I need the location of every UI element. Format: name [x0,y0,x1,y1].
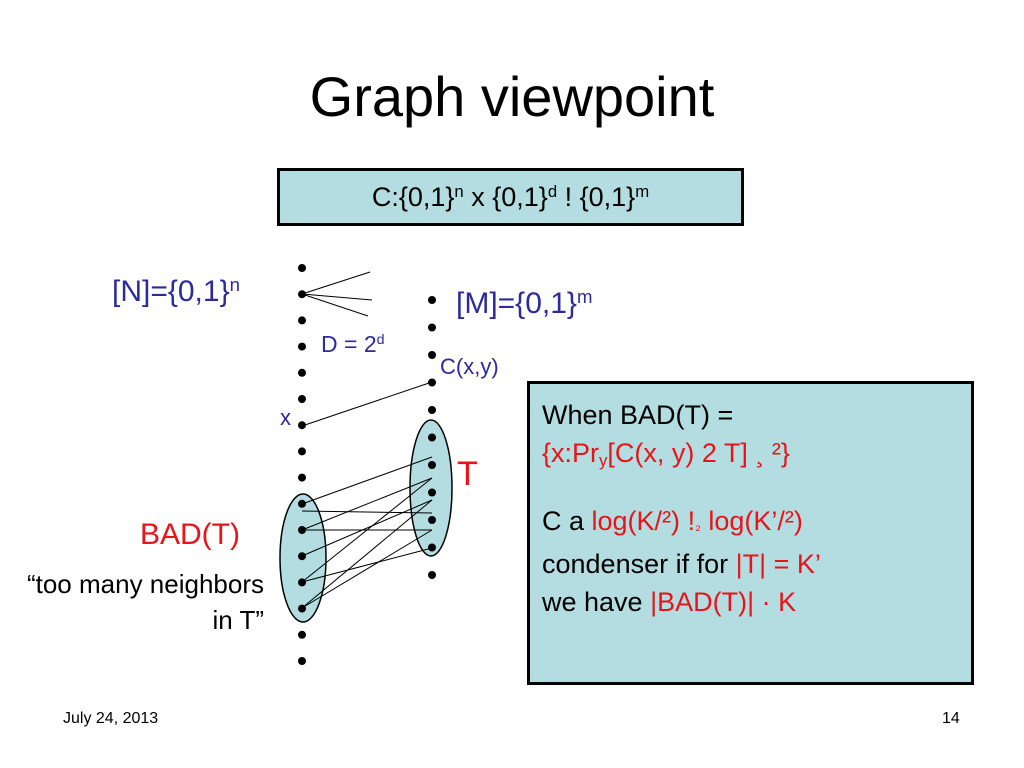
bad-t-edge [301,456,433,505]
info-line-4b: |T| = K’ [735,549,821,579]
bad-set-description: “too many neighbors in T” [26,569,264,635]
degree-label: D = 2d [321,329,385,359]
bad-t-edge [301,477,433,583]
left-set-sup: n [229,273,240,295]
vertex-dot [428,351,436,359]
left-set-base: [N]={0,1} [112,275,230,308]
vertex-dot [298,368,306,377]
info-line-4: condenser if for |T| = K’ [542,545,959,583]
left-vertex-column [298,264,306,665]
info-line-3e: log(K’/²) [700,506,803,536]
info-line-3d: ₂ [695,518,701,534]
degree-sup: d [376,332,385,349]
vertex-dot [298,630,306,639]
vertex-dot [428,296,436,304]
vertex-dot [298,499,306,508]
formula-sup-m: m [635,181,650,201]
info-line-2: {x:Pry[C(x, y) 2 T] ¸ ²} [542,434,959,472]
formula-sup-n: n [454,181,464,201]
vertex-dot [298,604,306,613]
right-set-base: [M]={0,1} [456,287,577,320]
info-line-3b: log(K/²) [591,506,688,536]
formula-sup-d: d [547,181,558,201]
formula-part-2: x {0,1} [463,182,548,212]
vertex-dot [428,461,436,469]
vertex-dot [298,290,306,299]
info-line-5b: |BAD(T)| · K [650,587,797,617]
fan-edge [301,293,373,301]
edge-x-cxy [301,381,433,427]
vertex-dot [298,395,306,403]
info-line-3c: ! [687,506,696,536]
vertex-dot [298,473,306,482]
info-line-4a: condenser if for [542,549,736,579]
x-vertex-label: x [280,405,291,430]
vertex-dot [428,433,436,442]
edge-label: C(x,y) [440,354,499,379]
vertex-dot [428,488,436,497]
slide-title: Graph viewpoint [309,65,715,128]
vertex-dot [298,578,306,587]
footer-page-number: 14 [942,710,960,727]
right-set-label: [M]={0,1}m [456,284,592,324]
formula-part-1: C:{0,1} [371,182,455,212]
function-definition-box: C:{0,1}n x {0,1}d ! {0,1}m [277,168,744,226]
fan-edge [301,293,369,317]
formula-part-3: ! {0,1} [557,182,636,212]
info-line-2a: {x:Pr [542,438,600,468]
bad-t-edge [301,499,433,557]
footer-date: July 24, 2013 [63,710,159,727]
bad-t-edge [301,510,433,514]
left-set-label: [N]={0,1}n [112,272,240,312]
info-line-5: we have |BAD(T)| · K [542,583,959,621]
bad-t-edge [301,547,433,583]
bad-set-label: BAD(T) [140,518,240,551]
info-line-2-sub: y [599,451,608,471]
vertex-dot [298,657,306,665]
bad-t-edge [301,529,433,609]
vertex-dot [428,543,436,552]
vertex-dot [428,323,436,332]
right-set-sup: m [576,285,593,307]
vertex-dot [428,378,436,387]
info-line-2b: [C(x, y) 2 T] ¸ ²} [607,438,790,468]
degree-base: D = 2 [321,331,377,357]
info-spacer [542,472,959,502]
t-set-label: T [457,455,478,493]
vertex-dot [428,406,436,414]
vertex-dot [298,342,306,351]
vertex-dot [298,447,306,456]
vertex-dot [298,552,306,561]
vertex-dot [298,421,306,430]
info-line-1: When BAD(T) = [542,400,734,430]
info-line-3: C a log(K/²) !₂ log(K’/²) [542,502,959,545]
vertex-dot [428,571,436,579]
definition-box: When BAD(T) = {x:Pry[C(x, y) 2 T] ¸ ²} C… [527,381,974,685]
right-vertex-column [428,296,436,579]
vertex-dot [298,316,306,325]
info-line-5a: we have [542,587,651,617]
vertex-dot [298,526,306,534]
vertex-dot [298,264,306,272]
bad-t-edge [301,499,433,609]
fan-edge [301,271,371,295]
t-set-ellipse [409,419,453,557]
info-line-3a: C a [542,506,592,536]
bad-t-edge [301,477,433,531]
vertex-dot [428,516,436,524]
